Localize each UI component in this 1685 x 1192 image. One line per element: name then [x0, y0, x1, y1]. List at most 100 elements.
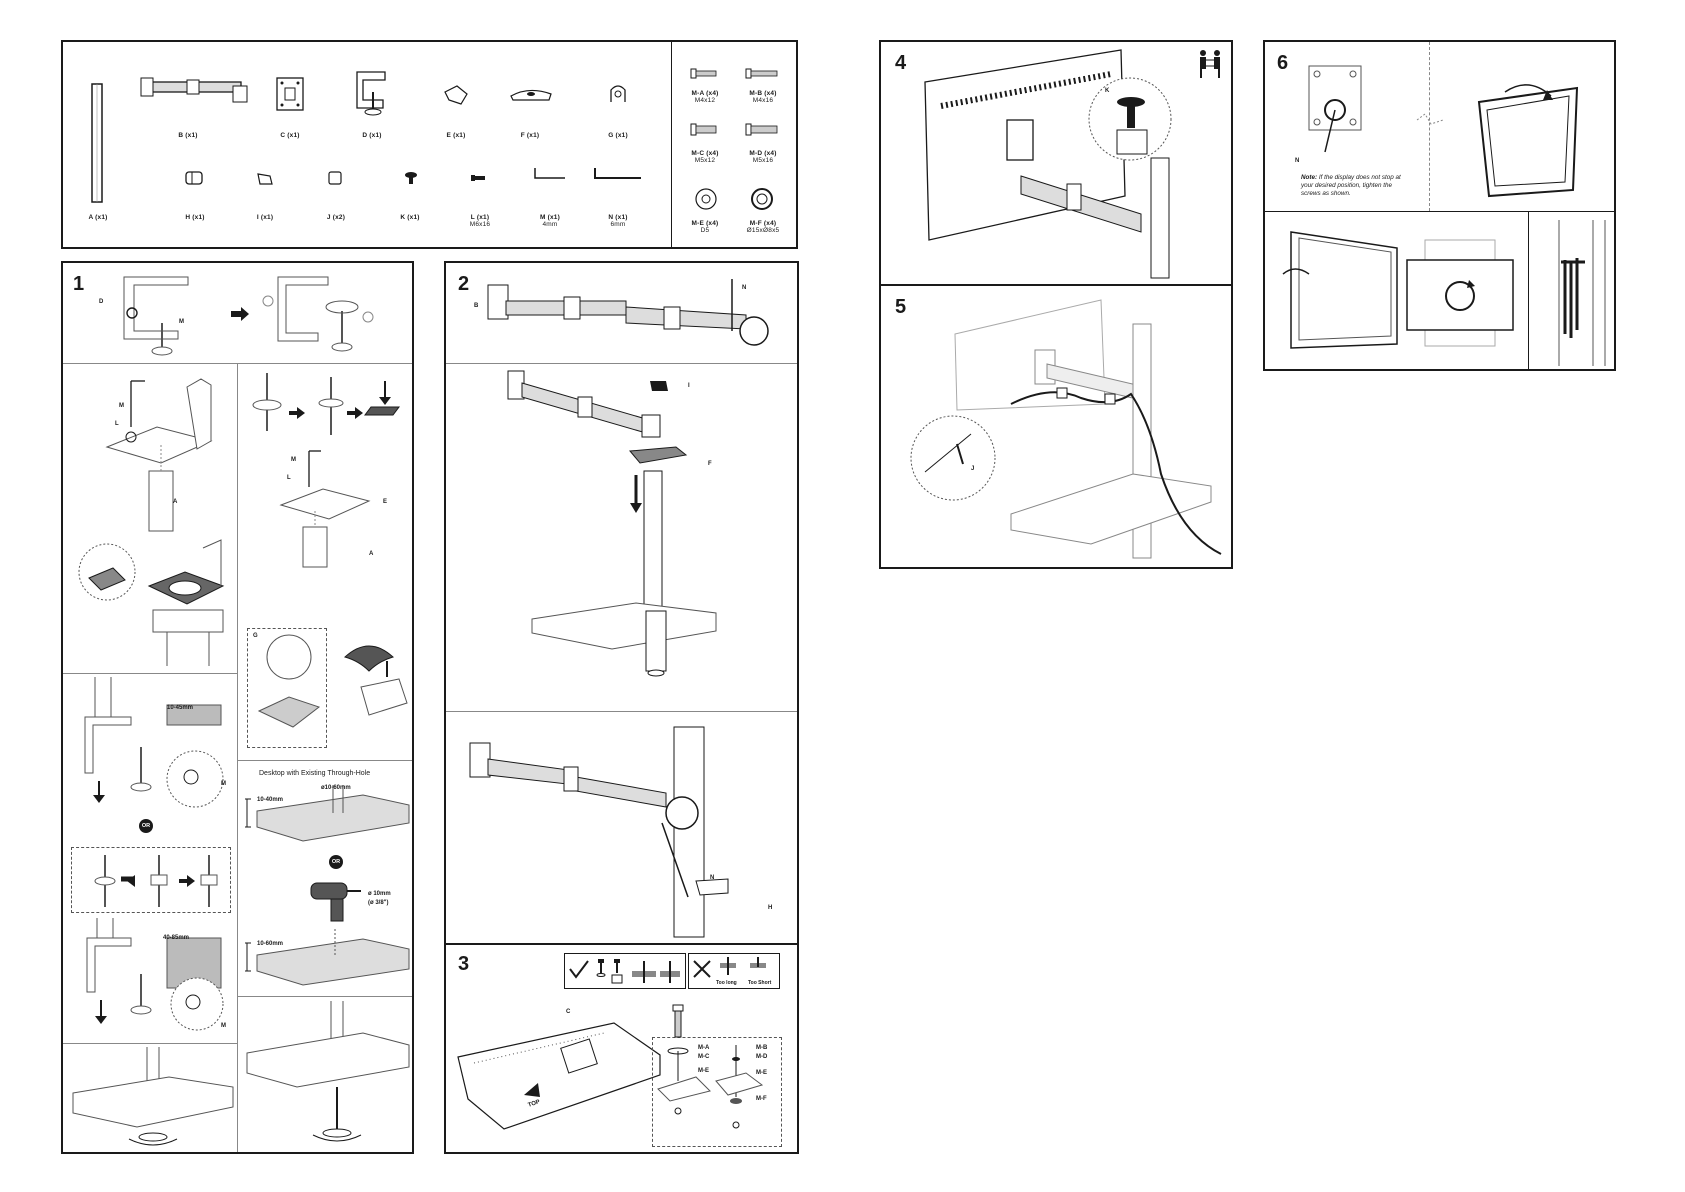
step6-label-n: N — [1295, 158, 1300, 164]
step3-wrong-box — [688, 953, 780, 989]
step3-detail-screw-icon — [672, 1004, 684, 1038]
step1-label-m-r: M — [291, 457, 296, 463]
step2-arm-illustration — [487, 279, 769, 346]
step1-divider-mid — [237, 363, 238, 1152]
step1-alt-assembly-illustration — [94, 855, 218, 907]
step4-label-k: K — [1105, 88, 1110, 94]
part-d-clamp-icon — [356, 71, 386, 116]
step5-cable-illustration — [910, 299, 1222, 559]
step1-label-l: L — [115, 421, 119, 427]
step2-label-b: B — [474, 303, 479, 309]
step1-label-m-3: M — [221, 1023, 226, 1029]
step2-label-f: F — [708, 461, 712, 467]
step5-number: 5 — [895, 296, 907, 318]
step1-drill-icon — [310, 882, 361, 922]
step1-grommet-assembly-illustration — [252, 373, 400, 435]
step1-gasket-illustration — [78, 539, 225, 666]
step1-gasket-box — [247, 628, 327, 748]
step6-hex-key-icon — [1558, 220, 1606, 366]
step2-number: 2 — [458, 273, 470, 295]
step1-desk-thick-2: 10-60mm — [257, 941, 284, 947]
step1-divider-left-1 — [63, 673, 237, 674]
step6-note: Note: If the display does not stop at yo… — [1301, 174, 1411, 198]
step2-arm-upper-illustration — [507, 370, 661, 438]
part-c-vesa-plate-icon — [276, 77, 304, 111]
part-label-n: N (x1)6mm — [608, 214, 628, 228]
step1-or-badge-2: OR — [329, 855, 343, 869]
part-k-knob-icon — [405, 172, 417, 184]
part-label-g: G (x1) — [608, 132, 628, 139]
step6-rotate-illustration — [1406, 239, 1514, 347]
two-person-lift-icon — [1200, 50, 1220, 78]
step2-pole-illustration — [531, 446, 717, 677]
step1-label-m-top: M — [179, 319, 184, 325]
part-label-m: M (x1)4mm — [540, 214, 560, 228]
part-m-hex-key-icon — [534, 168, 565, 179]
step1-clamp-exploded-illustration — [262, 276, 374, 352]
step6-tension-adjust-illustration — [1308, 65, 1362, 153]
step3-label-c: C — [566, 1009, 571, 1015]
step1-label-m: M — [119, 403, 124, 409]
step3-checkmark-icon — [569, 960, 589, 979]
step1-label-e: E — [383, 499, 388, 505]
step2-label-n: N — [742, 285, 747, 291]
step6-divider-v — [1528, 211, 1529, 369]
part-n-hex-key-icon — [594, 168, 641, 179]
step2-cap-i-icon — [650, 381, 668, 391]
step1-hole-dia: ø10-60mm — [321, 785, 351, 791]
screw-label-me: M-E (x4)D5 — [691, 220, 719, 234]
step1-label-d: D — [99, 299, 104, 305]
part-label-i: I (x1) — [256, 214, 274, 221]
step1-deep-clamp-illustration — [86, 918, 224, 1031]
part-f-cover-icon — [510, 89, 552, 101]
part-label-e: E (x1) — [446, 132, 466, 139]
step2-label-i: I — [688, 383, 690, 389]
screw-mc-icon — [690, 123, 717, 136]
step1-or-badge-1: OR — [139, 819, 153, 833]
step3-too-long: Too long — [716, 980, 737, 986]
part-a-pole-icon — [91, 83, 103, 203]
washer-me-icon — [695, 188, 717, 210]
step3-right-label-3: M-F — [756, 1096, 767, 1102]
step1-label-a: A — [173, 499, 178, 505]
step3-detail-right-illustration — [715, 1045, 764, 1129]
part-label-j: J (x2) — [326, 214, 346, 221]
step4-number: 4 — [895, 52, 907, 74]
screw-ma-icon — [690, 68, 717, 79]
screw-label-mf: M-F (x4)Ø15xØ8x5 — [746, 220, 780, 234]
part-label-b: B (x1) — [178, 132, 198, 139]
step1-alt-assembly-box — [71, 847, 231, 913]
step1-gasket-cut-illustration — [257, 634, 408, 728]
step1-label-a-r: A — [369, 551, 374, 557]
step1-dim-b: 40-85mm — [163, 935, 190, 941]
step3-correct-box — [564, 953, 686, 989]
part-g-cable-clip-icon — [610, 85, 626, 102]
step2-panel: 2 B N I F N H 3 Too long Too Short TOP C… — [444, 261, 799, 1154]
step1-panel: 1 D M M L A 10-45mm M OR 40-85mm M M L E… — [61, 261, 414, 1154]
step3-number: 3 — [458, 953, 470, 975]
step3-left-label-0: M-A — [698, 1045, 710, 1051]
step2-label-h: H — [768, 905, 773, 911]
step6-note-bold: Note: — [1301, 174, 1318, 181]
step1-drilled-desk-illustration — [245, 929, 410, 986]
part-h-clip-icon — [185, 171, 203, 185]
part-label-l: L (x1)M6x16 — [469, 214, 491, 228]
step1-label-g: G — [253, 633, 258, 639]
screw-label-mb: M-B (x4)M4x16 — [749, 90, 777, 104]
part-label-c: C (x1) — [280, 132, 300, 139]
step3-right-label-0: M-B — [756, 1045, 768, 1051]
step1-desk-clamp-illustration — [84, 677, 224, 808]
step1-desk-result-left-illustration — [72, 1047, 234, 1146]
step1-clamp-illustration — [123, 276, 189, 356]
step6-tilt-monitor-illustration — [1477, 84, 1579, 198]
screw-label-mc: M-C (x4)M5x12 — [691, 150, 719, 164]
part-label-h: H (x1) — [185, 214, 205, 221]
part-label-k: K (x1) — [400, 214, 420, 221]
step4-monitor-illustration — [924, 49, 1170, 279]
step1-divider-right-2 — [237, 996, 412, 997]
step1-label-l-r: L — [287, 475, 291, 481]
washer-mf-icon — [751, 188, 773, 210]
step3-screws-correct-icon — [596, 959, 680, 984]
step1-desk-result-right-illustration — [246, 1001, 410, 1142]
step1-through-hole-desk-illustration — [245, 785, 410, 842]
